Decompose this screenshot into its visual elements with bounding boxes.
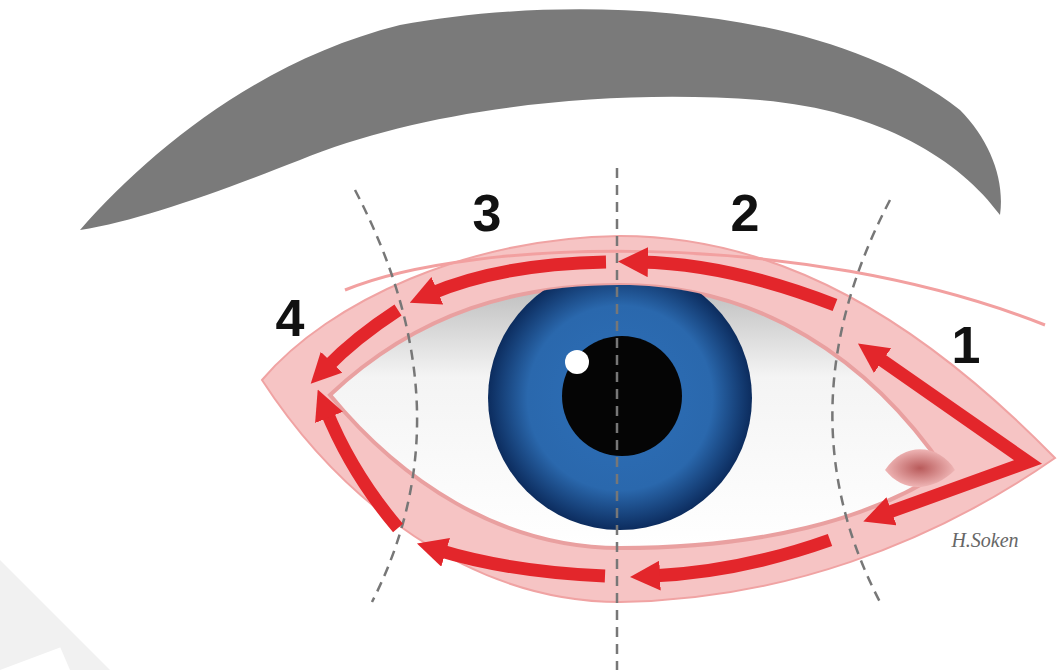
flow-arrow bbox=[326, 310, 398, 368]
caruncle bbox=[885, 449, 955, 487]
zone-number: 3 bbox=[473, 187, 502, 239]
pupil bbox=[562, 336, 682, 456]
flow-arrow bbox=[876, 356, 1028, 514]
dashed-divider bbox=[832, 200, 890, 602]
flow-arrow bbox=[652, 540, 830, 576]
flow-arrow bbox=[438, 550, 605, 576]
eyelid bbox=[262, 236, 1055, 602]
zone-number: 4 bbox=[276, 292, 305, 344]
eyebrow bbox=[80, 9, 1001, 230]
flow-arrow bbox=[640, 262, 835, 305]
watermark bbox=[0, 560, 110, 670]
flow-arrow bbox=[326, 410, 398, 528]
dashed-divider bbox=[355, 190, 417, 602]
flow-arrow bbox=[430, 262, 606, 294]
zone-number: 1 bbox=[952, 319, 981, 371]
iris bbox=[488, 266, 752, 530]
dashed-divider bbox=[616, 168, 619, 670]
highlight bbox=[565, 350, 589, 374]
signature: H.Soken bbox=[951, 530, 1018, 550]
zone-number: 2 bbox=[731, 187, 760, 239]
